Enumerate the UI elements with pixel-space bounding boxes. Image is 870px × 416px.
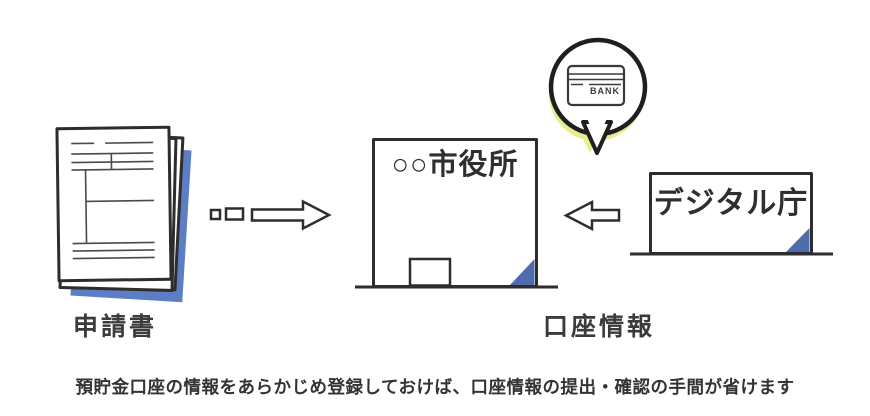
diagram-caption: 預貯金口座の情報をあらかじめ登録しておけば、口座情報の提出・確認の手間が省けます [75,377,795,397]
bank-card-icon [566,64,626,107]
city-hall-name: ○○市役所 [391,149,519,181]
arrow-left-icon [563,199,621,232]
arrow-dash-small [209,208,222,221]
digital-agency-building [630,172,833,256]
bank-card-lines [569,73,623,86]
city-hall-door [408,257,452,287]
bank-card-body [566,64,626,107]
digital-agency-wall [649,172,813,255]
document-stack-icon [55,125,192,303]
application-form-label: 申請書 [72,313,157,341]
city-hall-wall [372,138,538,288]
form-lines [71,141,155,260]
city-hall-corner-accent [510,259,535,285]
digital-agency-name: デジタル庁 [653,187,809,220]
arrow-dash-medium [224,207,245,221]
speech-bubble [548,37,648,155]
bank-card-label: BANK [590,86,620,96]
account-info-label: 口座情報 [542,313,655,341]
arrow-left-body [563,199,621,232]
bubble-tail-fill [585,114,609,141]
digital-agency-corner-accent [786,228,810,252]
arrow-right-icon [209,199,332,231]
city-hall-building [355,138,558,289]
arrow-right-body [250,199,332,231]
document-front-page [55,125,173,283]
